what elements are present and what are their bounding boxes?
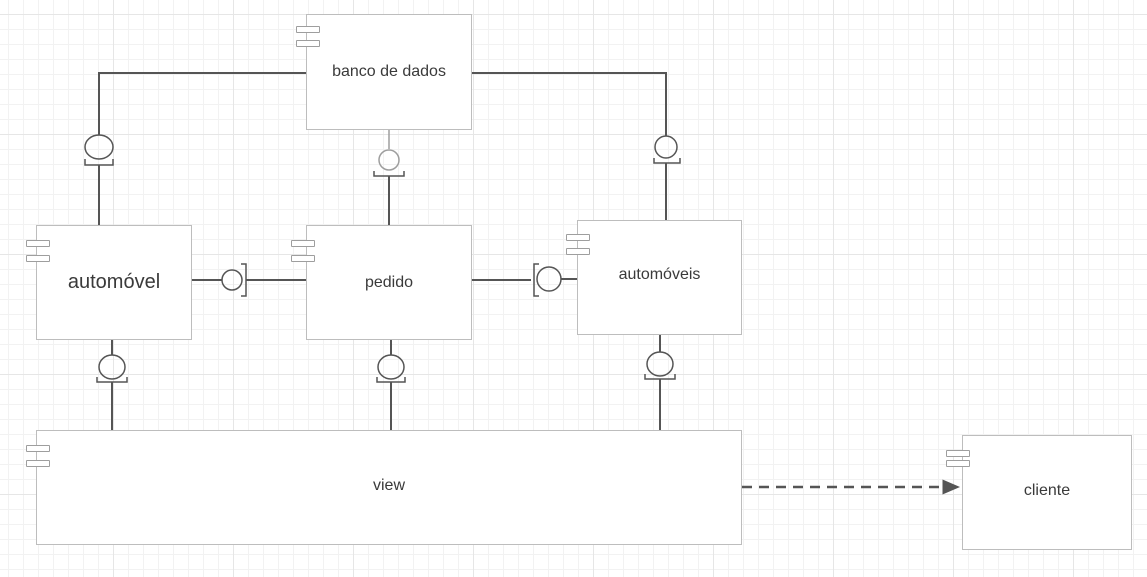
component-tab-icon	[566, 248, 590, 255]
connector-automovel-pedido[interactable]	[192, 263, 306, 297]
connector-automovel-view[interactable]	[96, 340, 128, 430]
component-tab-icon	[291, 255, 315, 262]
component-cliente[interactable]: cliente	[962, 435, 1132, 550]
component-tab-icon	[946, 450, 970, 457]
component-tab-icon	[566, 234, 590, 241]
component-label: automóveis	[618, 266, 701, 283]
component-label: banco de dados	[332, 63, 446, 80]
component-automoveis[interactable]: automóveis	[577, 220, 742, 335]
component-automovel[interactable]: automóvel	[36, 225, 192, 340]
component-tab-icon	[26, 240, 50, 247]
component-label: automóvel	[67, 271, 161, 293]
connector-banco-automovel[interactable]	[84, 72, 306, 225]
component-label: view	[372, 477, 405, 494]
component-pedido[interactable]: pedido	[306, 225, 472, 340]
component-view[interactable]: view	[36, 430, 742, 545]
component-tab-icon	[296, 26, 320, 33]
component-tab-icon	[296, 40, 320, 47]
connector-banco-pedido[interactable]	[373, 130, 405, 225]
component-tab-icon	[26, 255, 50, 262]
component-label: cliente	[1023, 482, 1071, 499]
component-tab-icon	[26, 460, 50, 467]
connector-automoveis-view[interactable]	[644, 335, 676, 430]
connector-banco-automoveis[interactable]	[472, 72, 681, 225]
component-tab-icon	[946, 460, 970, 467]
component-tab-icon	[291, 240, 315, 247]
connector-pedido-view[interactable]	[376, 340, 406, 430]
component-label: pedido	[364, 273, 414, 291]
connector-pedido-automoveis[interactable]	[472, 263, 577, 297]
component-tab-icon	[26, 445, 50, 452]
component-banco-de-dados[interactable]: banco de dados	[306, 14, 472, 130]
